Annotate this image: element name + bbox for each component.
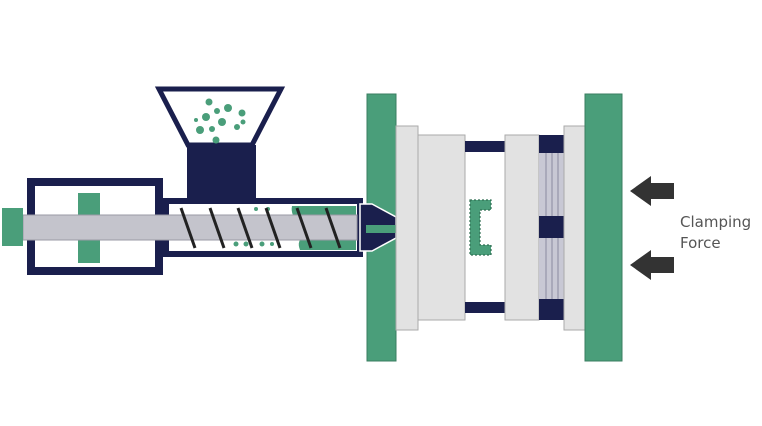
screw-end-knob xyxy=(2,208,23,246)
clamping-arrow-icon xyxy=(630,176,674,206)
moving-platen xyxy=(584,93,623,362)
hopper xyxy=(154,86,286,201)
clamping-force-label-line1: Clamping xyxy=(680,213,751,231)
clamping-arrow-icon xyxy=(630,250,674,280)
sprue xyxy=(366,225,418,233)
tie-bar-bottom xyxy=(465,302,505,313)
tie-bar-top xyxy=(465,141,505,152)
mold xyxy=(395,125,586,331)
plastic-pellets xyxy=(194,98,246,144)
screw-flights xyxy=(179,207,342,249)
clamping-force-label-line2: Force xyxy=(680,234,721,252)
molded-part xyxy=(469,199,492,256)
